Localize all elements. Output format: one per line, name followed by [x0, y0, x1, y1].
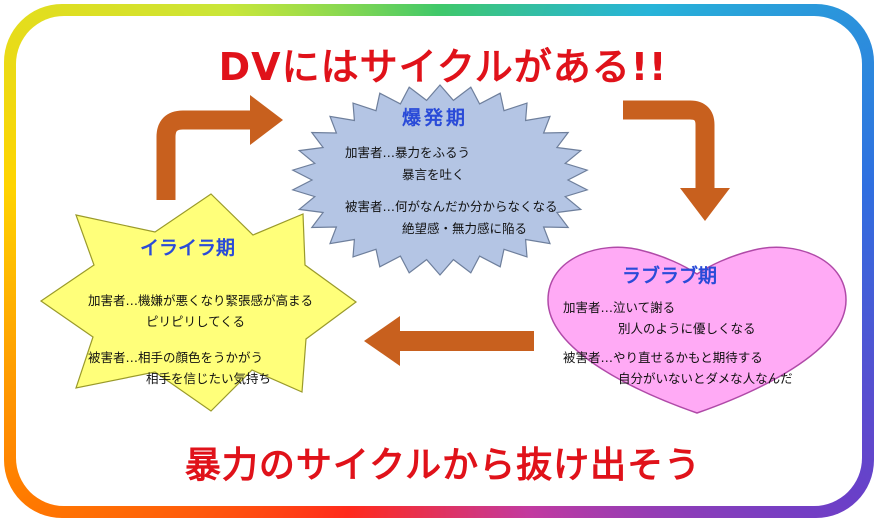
- explosion-phase-burst: [291, 84, 589, 276]
- arrow-honeymoon-to-tension: [398, 331, 534, 351]
- explosion-perpetrator-line-1: 加害者…暴力をふるう: [345, 145, 471, 160]
- honeymoon-phase-heart: [547, 246, 847, 414]
- arrow-tension-to-explosion: [156, 110, 252, 200]
- page-title: DVにはサイクルがある!!: [218, 45, 668, 89]
- honeymoon-phase-title: ラブラブ期: [622, 265, 718, 287]
- tension-perpetrator-line-1: 加害者…機嫌が悪くなり緊張感が高まる: [88, 293, 314, 308]
- tension-victim-line-1: 被害者…相手の顔色をうかがう: [88, 350, 264, 365]
- tension-phase-title: イライラ期: [140, 237, 236, 259]
- explosion-victim-line-2: 絶望感・無力感に陥る: [402, 221, 528, 236]
- arrow-explosion-to-honeymoon-head: [680, 188, 730, 221]
- tension-perpetrator-line-2: ピリピリしてくる: [146, 314, 246, 329]
- honeymoon-perpetrator-line-1: 加害者…泣いて謝る: [563, 300, 676, 315]
- arrow-honeymoon-to-tension-head: [364, 316, 400, 366]
- honeymoon-victim-line-1: 被害者…やり直せるかもと期待する: [563, 350, 763, 365]
- page-subtitle: 暴力のサイクルから抜け出そう: [184, 445, 702, 486]
- explosion-victim-line-1: 被害者…何がなんだか分からなくなる: [345, 199, 558, 214]
- explosion-phase-title: 爆発期: [402, 107, 469, 129]
- tension-victim-line-2: 相手を信じたい気持ち: [146, 371, 272, 386]
- explosion-perpetrator-line-2: 暴言を吐く: [402, 167, 465, 182]
- arrow-tension-to-explosion-head: [250, 95, 283, 145]
- honeymoon-victim-line-2: 自分がいないとダメな人なんだ: [618, 371, 793, 386]
- honeymoon-perpetrator-line-2: 別人のように優しくなる: [618, 321, 756, 336]
- arrow-explosion-to-honeymoon: [623, 100, 715, 190]
- tension-phase-star: [39, 193, 358, 412]
